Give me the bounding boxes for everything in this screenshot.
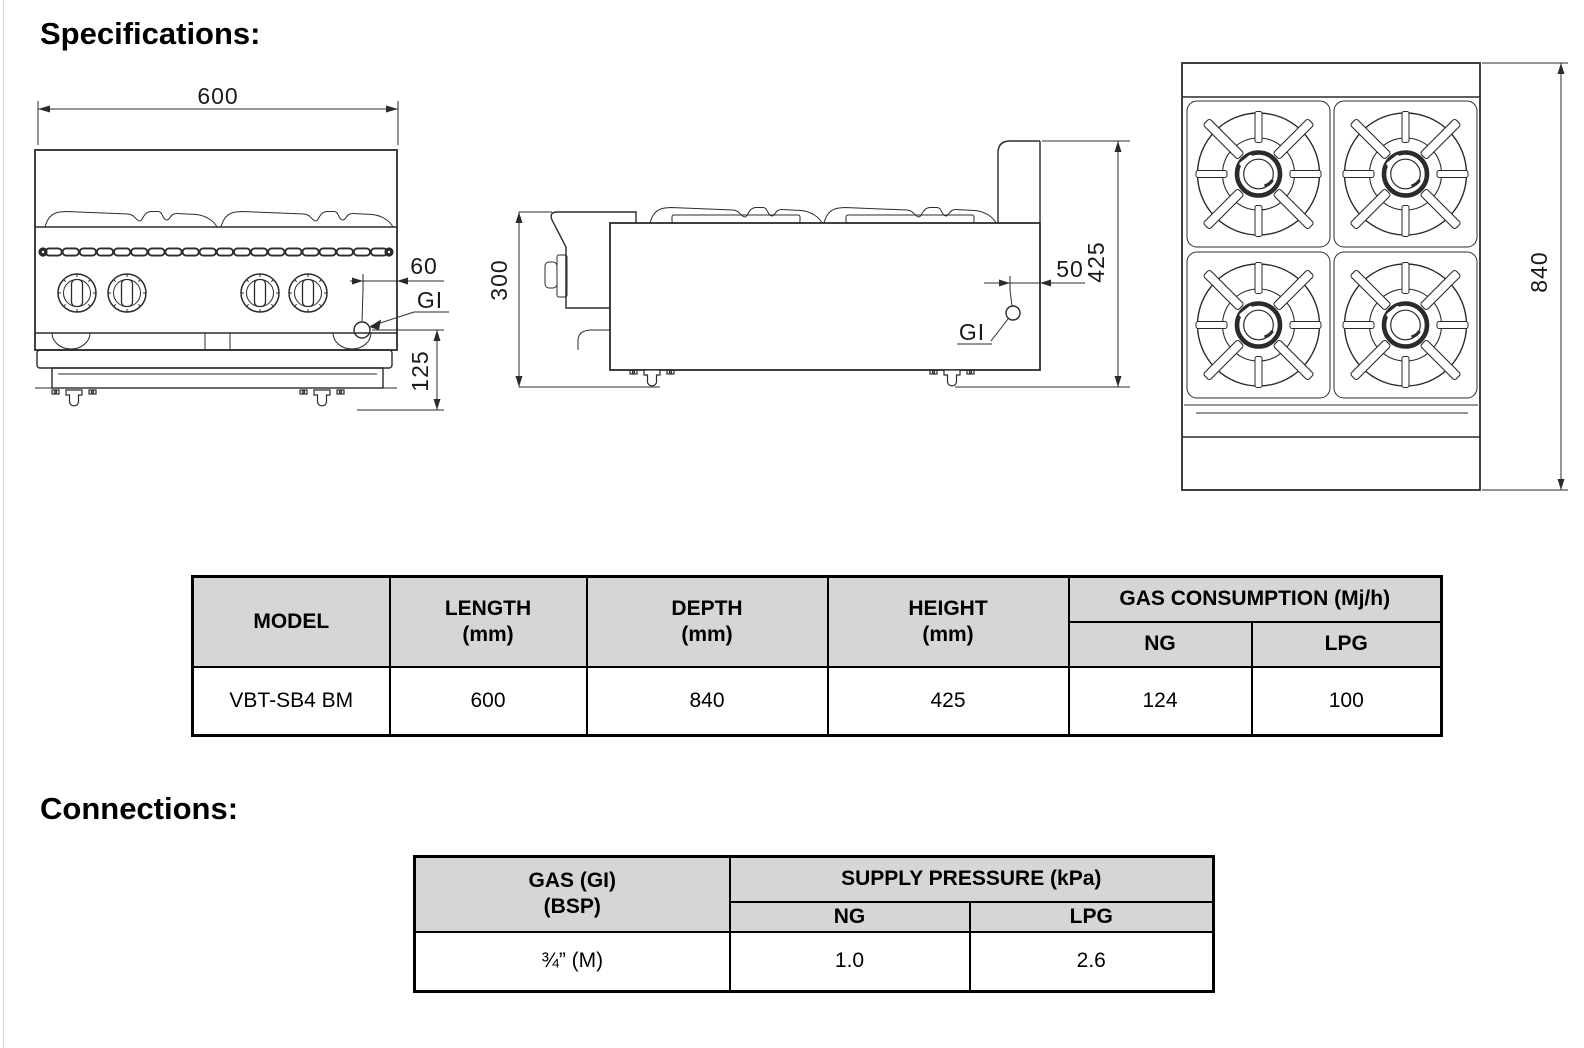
side-view-gas-inlet: GI [957, 305, 1021, 345]
side-gas-inlet-label: GI [959, 319, 985, 345]
cell-pressure-ng: 1.0 [728, 930, 971, 993]
table-row: ¾” (M) 1.0 2.6 [413, 930, 1215, 993]
control-knob [107, 273, 147, 313]
burner-trivet [1196, 263, 1321, 388]
top-depth-label: 840 [1526, 251, 1552, 292]
front-base-height-label: 125 [407, 350, 433, 391]
specifications-table: MODEL LENGTH (mm) DEPTH (mm) HEIGHT (mm)… [191, 575, 1443, 737]
col-header-conn-lpg: LPG [968, 900, 1215, 933]
control-knob [240, 273, 280, 313]
front-gas-inlet-label: GI [417, 287, 443, 313]
side-view-dimension-50: 50 [984, 256, 1085, 307]
cell-gas-ng: 124 [1067, 665, 1253, 737]
front-view-drawing: 600 [34, 83, 449, 411]
col-header-depth: DEPTH (mm) [585, 575, 829, 668]
control-knob [57, 273, 97, 313]
side-total-height-label: 425 [1083, 241, 1109, 282]
col-header-gas-bsp: GAS (GI) (BSP) [413, 855, 731, 933]
col-header-lpg: LPG [1250, 620, 1443, 668]
front-inlet-offset-label: 60 [410, 253, 438, 279]
page-edge-line [3, 0, 4, 1048]
col-header-supply-pressure: SUPPLY PRESSURE (kPa) [728, 855, 1215, 903]
front-view-dimension-125: 125 [357, 329, 444, 411]
top-view-body [1181, 62, 1481, 491]
burner-trivet [1343, 263, 1468, 388]
control-knob [288, 273, 328, 313]
col-header-ng: NG [1067, 620, 1253, 668]
cell-gas-lpg: 100 [1250, 665, 1443, 737]
top-view-drawing: 840 [1181, 62, 1568, 491]
cell-model: VBT-SB4 BM [191, 665, 391, 737]
side-body-height-label: 300 [486, 259, 512, 300]
specifications-heading: Specifications: [40, 16, 261, 51]
side-view-drawing: 300 50 GI 425 [486, 140, 1130, 388]
cell-depth: 840 [585, 665, 829, 737]
front-view-dimension-60: 60 [350, 253, 444, 322]
side-view-dimension-425: 425 [955, 140, 1130, 388]
burner-trivet [1196, 112, 1321, 237]
col-header-gas-consumption: GAS CONSUMPTION (Mj/h) [1067, 575, 1443, 623]
top-view-dimension-840: 840 [1482, 62, 1568, 491]
front-view-gas-inlet: GI [353, 287, 449, 339]
side-view-body [544, 140, 1041, 387]
col-header-model: MODEL [191, 575, 391, 668]
col-header-height: HEIGHT (mm) [826, 575, 1070, 668]
cell-gas-size: ¾” (M) [413, 930, 731, 993]
burner-trivet [1343, 112, 1468, 237]
connections-heading: Connections: [40, 791, 239, 826]
col-header-length: LENGTH (mm) [388, 575, 588, 668]
col-header-conn-ng: NG [728, 900, 971, 933]
side-view-dimension-300: 300 [486, 211, 660, 388]
cell-height: 425 [826, 665, 1070, 737]
cell-length: 600 [388, 665, 588, 737]
table-row: VBT-SB4 BM 600 840 425 124 100 [191, 665, 1443, 737]
col-header-model-text: MODEL [253, 609, 330, 633]
cell-pressure-lpg: 2.6 [968, 930, 1215, 993]
front-view-body [34, 149, 398, 407]
front-width-label: 600 [197, 83, 238, 109]
side-inlet-offset-label: 50 [1056, 256, 1084, 282]
connections-table: GAS (GI) (BSP) SUPPLY PRESSURE (kPa) NG … [413, 855, 1216, 993]
front-view-dimension-600: 600 [37, 83, 399, 145]
